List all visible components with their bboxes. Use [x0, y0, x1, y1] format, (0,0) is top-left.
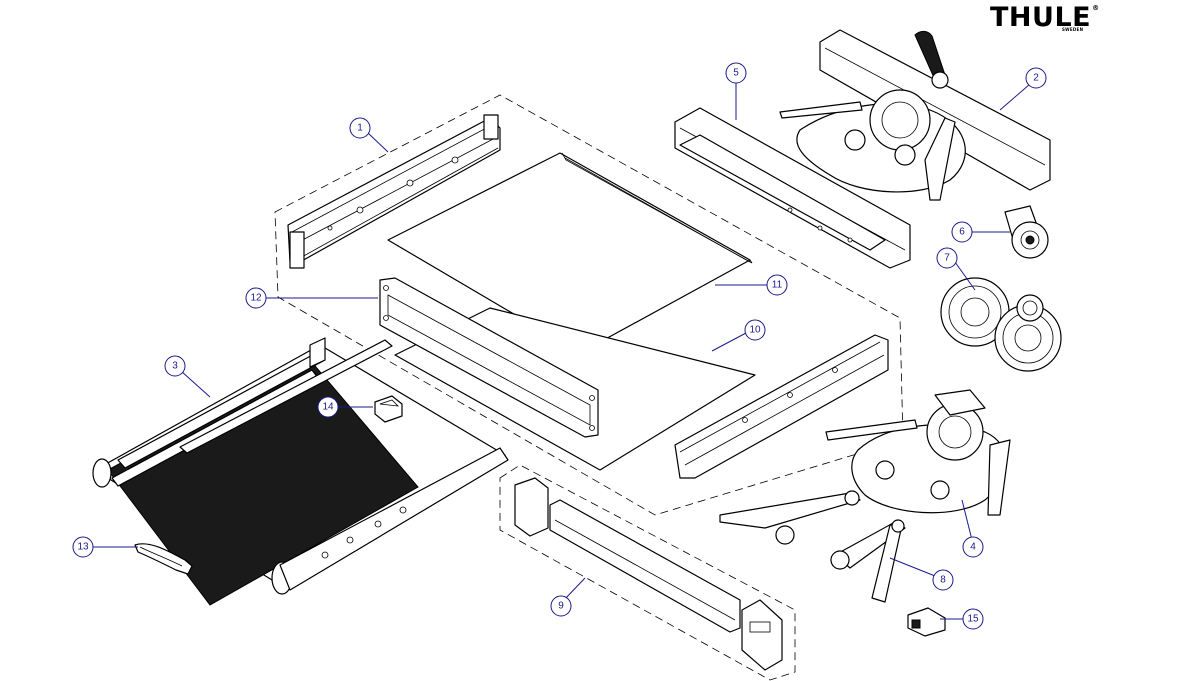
callout-6: 6 [951, 221, 973, 243]
callout-8: 8 [932, 569, 954, 591]
callout-1: 1 [349, 117, 371, 139]
callout-5: 5 [725, 62, 747, 84]
callout-14-label: 14 [322, 402, 334, 413]
part-1-left-rail [287, 114, 501, 269]
part-9-cover [514, 477, 783, 671]
callout-9-label: 9 [558, 601, 564, 612]
part-8-arms [719, 490, 906, 603]
callout-13: 13 [72, 536, 94, 558]
part-6-motor [1004, 205, 1049, 259]
callout-2: 2 [1025, 67, 1047, 89]
leader-lines [92, 80, 1031, 620]
right-rail [674, 334, 889, 479]
callout-4-label: 4 [970, 542, 976, 553]
thule-logo: THULE® SWEDEN [990, 2, 1099, 33]
callout-6-label: 6 [959, 227, 965, 238]
callout-14: 14 [317, 396, 339, 418]
part-13-handle [134, 543, 193, 575]
registered-mark: ® [1092, 4, 1100, 12]
callout-11: 11 [766, 274, 788, 296]
logo-text: THULE [990, 2, 1092, 33]
part-12-bracket [379, 277, 599, 438]
callout-11-label: 11 [772, 280, 783, 291]
callout-10: 10 [744, 319, 766, 341]
callout-13-label: 13 [77, 542, 89, 553]
callout-7: 7 [936, 247, 958, 269]
logo-subtext: SWEDEN [1062, 27, 1084, 32]
assembly-boundary-cover [499, 464, 796, 681]
callout-15-label: 15 [967, 614, 979, 625]
callout-5-label: 5 [733, 68, 739, 79]
callout-4: 4 [962, 536, 984, 558]
part-15-clip [907, 607, 946, 637]
part-2-upper-mechanism [779, 29, 1051, 201]
part-4-lower-mechanism [825, 389, 1011, 516]
part-14-clip [374, 395, 403, 423]
part-3-step-board [92, 337, 509, 606]
callout-7-label: 7 [944, 253, 950, 264]
callout-3: 3 [164, 355, 186, 377]
callout-12: 12 [245, 287, 267, 309]
callout-8-label: 8 [940, 575, 946, 586]
callout-9: 9 [550, 595, 572, 617]
callout-1-label: 1 [357, 123, 363, 134]
callout-15: 15 [962, 608, 984, 630]
callout-3-label: 3 [172, 361, 178, 372]
callout-10-label: 10 [749, 325, 761, 336]
part-7-gears [940, 277, 1062, 372]
part-5-channel [674, 107, 911, 269]
callout-12-label: 12 [250, 293, 262, 304]
callout-2-label: 2 [1033, 73, 1039, 84]
